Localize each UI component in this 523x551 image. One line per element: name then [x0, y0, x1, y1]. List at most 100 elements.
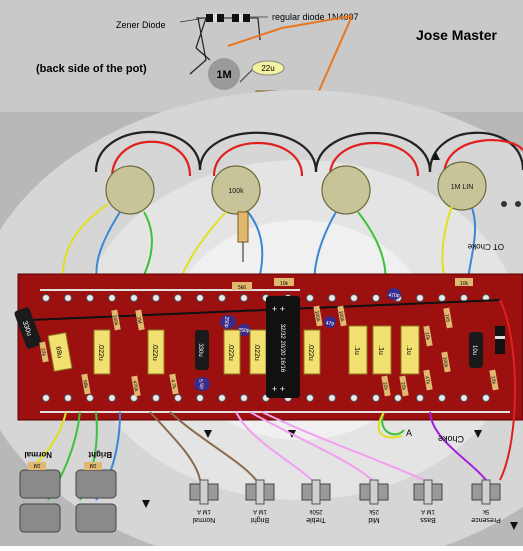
eyelet: [240, 394, 248, 402]
svg-text:Treble: Treble: [306, 516, 326, 523]
eyelet: [372, 394, 380, 402]
pot-1m-back: 1M: [195, 47, 240, 90]
board-component: 10k: [455, 278, 473, 287]
eyelet: [130, 394, 138, 402]
eyelet: [218, 294, 226, 302]
pot-1m-label: 1M: [216, 69, 231, 81]
svg-text:.1u: .1u: [377, 345, 384, 355]
svg-text:68k: 68k: [81, 380, 88, 389]
board-component: 5k6: [232, 282, 252, 291]
svg-text:10k: 10k: [460, 281, 469, 287]
eyelet: [152, 394, 160, 402]
ot-choke-label: OT Choke: [467, 242, 504, 251]
back-side-note: (back side of the pot): [36, 63, 147, 75]
eyelet: [108, 394, 116, 402]
board-component: 100k: [313, 305, 323, 327]
bottom-pot-normal: Normal 1M A: [189, 479, 219, 523]
bright-jack-label: Bright: [88, 450, 112, 459]
board-component: 100k: [441, 351, 451, 373]
top-pot-2: 100k: [211, 165, 261, 215]
eyelet: [394, 394, 402, 402]
svg-text:100k: 100k: [313, 310, 321, 322]
svg-text:47k: 47k: [423, 376, 430, 385]
board-component: .022u: [147, 329, 165, 375]
eyelet: [218, 394, 226, 402]
svg-text:.022u: .022u: [307, 343, 314, 361]
filter-cap-can: + + + + 32/32 20/20 16/16: [266, 296, 300, 398]
svg-text:1M: 1M: [90, 462, 97, 468]
zener-diode: [196, 14, 224, 22]
board-component: 22k: [381, 375, 391, 397]
bottom-pot-bright: Bright 1M A: [245, 479, 275, 523]
svg-text:.1u: .1u: [405, 345, 412, 355]
marker-a: A: [406, 428, 412, 438]
svg-text:.022u: .022u: [253, 343, 260, 361]
board-component: .1u: [400, 325, 420, 375]
eyelet: [482, 394, 490, 402]
board-component: 22k: [39, 341, 49, 363]
board-component: 250p: [220, 315, 236, 329]
eyelet: [438, 394, 446, 402]
top-pot-2-label: 100k: [228, 188, 244, 195]
svg-text:330u: 330u: [197, 343, 203, 356]
eyelet: [328, 394, 336, 402]
cap-22u-label: 22u: [261, 64, 274, 73]
svg-text:Bass: Bass: [420, 516, 436, 523]
svg-text:25k: 25k: [368, 508, 379, 514]
svg-text:5.5p: 5.5p: [197, 379, 205, 390]
svg-text:100k: 100k: [111, 314, 119, 326]
svg-text:1M A: 1M A: [197, 508, 211, 514]
top-pot-4-label: 1M LIN: [451, 184, 474, 191]
svg-text:.022u: .022u: [151, 343, 158, 361]
eyelet: [174, 294, 182, 302]
svg-text:100k: 100k: [337, 310, 345, 322]
eyelet: [438, 294, 446, 302]
eyelet: [196, 294, 204, 302]
eyelet: [460, 394, 468, 402]
regular-diode: [224, 14, 258, 22]
eyelet: [42, 294, 50, 302]
eyelet: [152, 294, 160, 302]
top-pots: 100k 1M LIN: [105, 152, 521, 215]
eyelet: [196, 394, 204, 402]
svg-text:1k5: 1k5: [443, 314, 450, 323]
board-component: 10k: [274, 278, 294, 287]
eyelet: [42, 394, 50, 402]
svg-text:250p: 250p: [223, 316, 229, 327]
bottom-pot-presence: Presence 5k: [471, 479, 501, 523]
svg-text:10u: 10u: [471, 345, 477, 355]
svg-text:330u: 330u: [21, 320, 33, 337]
board-component: 10u: [469, 332, 483, 368]
svg-text:.022u: .022u: [227, 343, 234, 361]
normal-jack-label: Normal: [24, 450, 52, 459]
board-component: 5.5p: [194, 377, 210, 391]
svg-text:1M: 1M: [135, 316, 142, 324]
top-wiring: [94, 130, 523, 179]
svg-text:.1u: .1u: [353, 345, 360, 355]
cap-22u: 22u: [239, 60, 285, 83]
svg-text:470p: 470p: [388, 293, 399, 299]
board-component: 47p: [324, 316, 336, 328]
board-component: 22k: [489, 369, 499, 391]
svg-text:68u: 68u: [54, 346, 63, 359]
board-component: .1u: [372, 325, 392, 375]
svg-text:.022u: .022u: [97, 343, 104, 361]
eyelet: [328, 294, 336, 302]
eyelet: [240, 294, 248, 302]
board-component: .022u: [303, 329, 321, 375]
svg-text:22k: 22k: [489, 376, 496, 385]
svg-text:4.7k: 4.7k: [169, 379, 177, 390]
eyelet: [350, 394, 358, 402]
eyelet: [174, 394, 182, 402]
board-component: 100k: [337, 305, 347, 327]
eyelet: [416, 294, 424, 302]
pot2-resistor: [237, 211, 249, 262]
bottom-pot-treble: Treble 250k: [301, 479, 331, 523]
board-component: 330u: [14, 307, 42, 349]
board-component: 470k: [131, 375, 141, 397]
eyelet: [130, 294, 138, 302]
board-component: 68u: [47, 332, 73, 372]
top-pot-4: 1M LIN: [432, 152, 487, 211]
choke-label: Choke: [438, 434, 464, 444]
svg-text:10k: 10k: [423, 332, 430, 341]
